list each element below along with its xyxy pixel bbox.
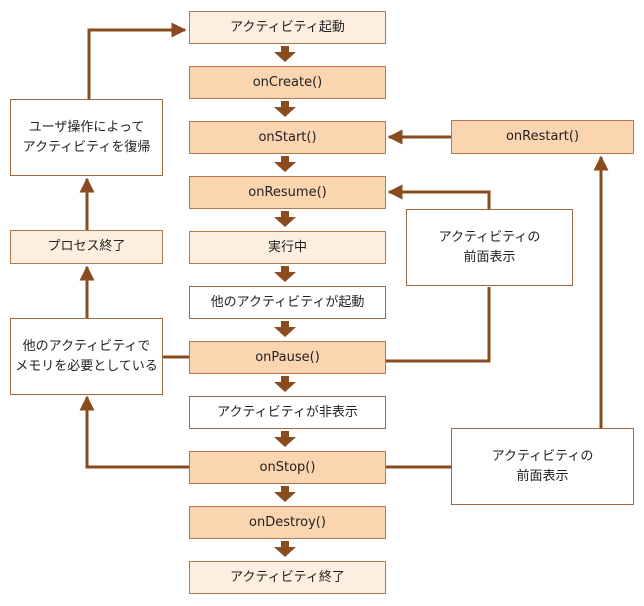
on-create-box: onCreate() xyxy=(189,66,386,99)
activity-hidden-box: アクティビティが非表示 xyxy=(189,396,386,429)
user-returns-label: ユーザ操作によって アクティビティを復帰 xyxy=(22,120,151,155)
on-restart-box: onRestart() xyxy=(451,120,634,154)
foreground-label-1: アクティビティの 前面表示 xyxy=(438,230,541,265)
down-arrow-2 xyxy=(274,101,296,117)
foreground-box-1: アクティビティの 前面表示 xyxy=(406,209,573,286)
user-to-start-arrow xyxy=(87,22,187,99)
fg1-to-resume-arrow xyxy=(387,184,491,209)
user-returns-box: ユーザ操作によって アクティビティを復帰 xyxy=(10,99,163,176)
pause-to-fg1-line xyxy=(386,287,491,363)
down-arrow-9 xyxy=(274,486,296,502)
down-arrow-10 xyxy=(274,541,296,557)
memory-needed-box: 他のアクティビティで メモリを必要としている xyxy=(10,318,163,395)
activity-end-box: アクティビティ終了 xyxy=(189,561,386,594)
on-start-box: onStart() xyxy=(189,121,386,154)
on-stop-label: onStop() xyxy=(259,459,316,475)
on-resume-box: onResume() xyxy=(189,176,386,209)
running-label: 実行中 xyxy=(267,239,307,255)
on-destroy-label: onDestroy() xyxy=(249,514,326,530)
activity-start-box: アクティビティ起動 xyxy=(189,11,386,44)
on-create-label: onCreate() xyxy=(252,74,323,90)
other-activity-starts-box: 他のアクティビティが起動 xyxy=(189,286,386,319)
on-resume-label: onResume() xyxy=(248,184,327,200)
down-arrow-5 xyxy=(274,266,296,282)
process-killed-box: プロセス終了 xyxy=(10,230,163,264)
down-arrow-4 xyxy=(274,211,296,227)
on-pause-box: onPause() xyxy=(189,341,386,374)
foreground-box-2: アクティビティの 前面表示 xyxy=(451,428,634,505)
down-arrow-6 xyxy=(274,321,296,337)
on-destroy-box: onDestroy() xyxy=(189,506,386,539)
down-arrow-3 xyxy=(274,156,296,172)
on-start-label: onStart() xyxy=(258,129,317,145)
center-down-arrows xyxy=(274,46,296,557)
activity-start-label: アクティビティ起動 xyxy=(230,19,345,35)
on-pause-label: onPause() xyxy=(255,349,320,365)
down-arrow-1 xyxy=(274,46,296,62)
other-activity-starts-label: 他のアクティビティが起動 xyxy=(210,294,365,310)
memory-needed-label: 他のアクティビティで メモリを必要としている xyxy=(15,339,158,374)
activity-hidden-label: アクティビティが非表示 xyxy=(217,404,358,420)
down-arrow-7 xyxy=(274,376,296,392)
on-restart-label: onRestart() xyxy=(505,129,580,145)
on-stop-box: onStop() xyxy=(189,451,386,484)
foreground-label-2: アクティビティの 前面表示 xyxy=(491,449,594,484)
down-arrow-8 xyxy=(274,431,296,447)
activity-end-label: アクティビティ終了 xyxy=(230,569,345,585)
process-killed-label: プロセス終了 xyxy=(47,239,126,255)
running-box: 実行中 xyxy=(189,231,386,264)
stop-to-memory-arrow xyxy=(79,395,189,469)
